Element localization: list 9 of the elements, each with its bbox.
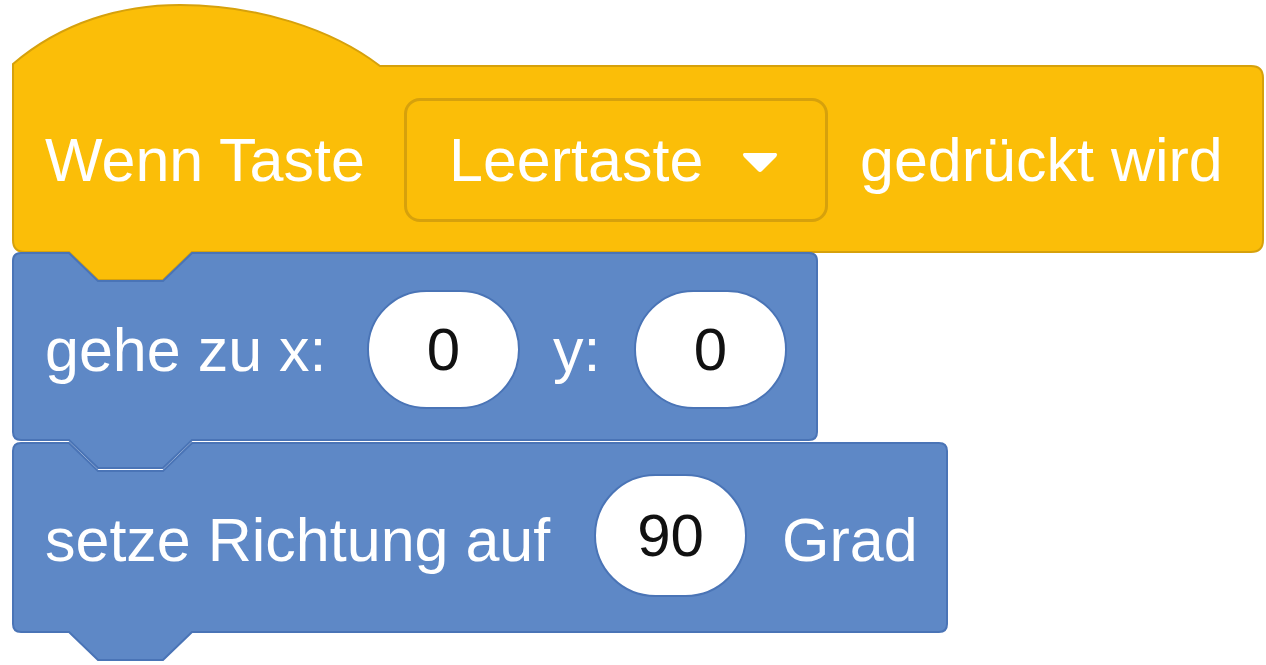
block-label: Grad [782,505,918,575]
hat-block [12,4,1264,282]
block-label: gedrückt wird [860,125,1223,195]
block-label: y: [553,315,601,385]
block-label: gehe zu x: [45,315,327,385]
block-label: setze Richtung auf [45,505,551,575]
block-label: Wenn Taste [45,125,365,195]
command-block [12,442,948,662]
dropdown-menu: Leertaste [404,98,828,222]
